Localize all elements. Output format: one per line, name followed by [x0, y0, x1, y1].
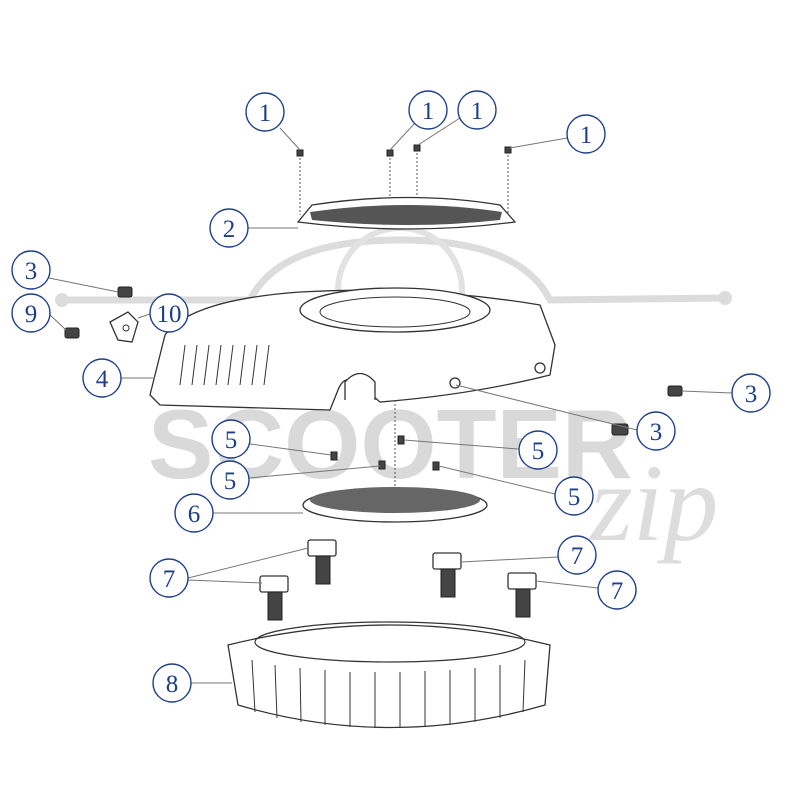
- svg-text:5: 5: [532, 438, 545, 465]
- bolt-3b: [667, 385, 683, 397]
- flywheel-body: [227, 624, 551, 729]
- screw-5a: [330, 451, 338, 461]
- screw-5d: [432, 461, 440, 471]
- flywheel-part-8: [227, 621, 551, 729]
- callout-7a: 7: [149, 558, 189, 598]
- svg-text:7: 7: [611, 578, 624, 605]
- grille-cover-part-2: [296, 196, 517, 230]
- callout-10: 10: [149, 293, 189, 333]
- svg-text:1: 1: [471, 98, 484, 125]
- hardware-parts-3-9-10: [64, 286, 683, 436]
- flywheel-fins: [251, 659, 526, 728]
- flange-bolt-7c: [432, 552, 462, 598]
- housing-tab-left: [449, 377, 461, 389]
- callouts: 1 1 1 1 2 3 9 10 4 3 3 5 5 5 5 6 7 7 7 8: [11, 90, 771, 703]
- svg-text:5: 5: [568, 484, 581, 511]
- bracket-10-hole: [122, 324, 130, 332]
- flange-bolt-7a: [307, 539, 337, 585]
- svg-text:5: 5: [224, 468, 237, 495]
- watermark-brand-script: zip: [588, 442, 718, 564]
- housing-intake-inner: [319, 296, 471, 328]
- svg-text:8: 8: [166, 671, 179, 698]
- bolt-3a: [117, 286, 133, 298]
- watermark-dot-left: [55, 293, 69, 307]
- flange-bolt-7b: [259, 575, 289, 621]
- svg-text:3: 3: [745, 381, 758, 408]
- screw-5c: [378, 460, 386, 470]
- svg-text:1: 1: [259, 100, 272, 127]
- screw-1a: [296, 149, 304, 157]
- screen-disk-part-6: [302, 487, 488, 523]
- svg-text:1: 1: [422, 98, 435, 125]
- callout-8: 8: [152, 663, 192, 703]
- svg-text:9: 9: [25, 301, 38, 328]
- screw-1b: [386, 149, 394, 157]
- svg-text:7: 7: [571, 543, 584, 570]
- callout-2: 2: [209, 208, 249, 248]
- svg-text:10: 10: [157, 301, 182, 328]
- housing-tab-right: [534, 362, 546, 374]
- housing-vents: [179, 344, 270, 386]
- leader-lines: [48, 117, 733, 684]
- svg-text:1: 1: [580, 122, 593, 149]
- callout-1a: 1: [245, 92, 285, 132]
- housing-notch: [344, 372, 376, 400]
- callout-5d: 5: [554, 476, 594, 516]
- flange-bolts-part-7: [259, 539, 537, 621]
- bracket-10: [109, 311, 139, 343]
- screw-1d: [504, 146, 512, 154]
- watermark-dot-right: [718, 291, 732, 305]
- flywheel-top-ring: [254, 621, 526, 663]
- svg-text:7: 7: [163, 566, 176, 593]
- svg-text:5: 5: [225, 427, 238, 454]
- screw-1c: [413, 144, 421, 152]
- screw-5b: [397, 435, 405, 445]
- screen-disk-mesh: [310, 487, 480, 513]
- callout-6: 6: [174, 493, 214, 533]
- bolt-9: [64, 327, 80, 339]
- callout-4: 4: [82, 358, 122, 398]
- svg-text:4: 4: [96, 366, 109, 393]
- callout-5c: 5: [210, 460, 250, 500]
- callout-1b: 1: [408, 90, 448, 130]
- svg-text:2: 2: [223, 216, 236, 243]
- callout-5b: 5: [518, 430, 558, 470]
- svg-text:3: 3: [25, 258, 38, 285]
- callout-3c: 3: [636, 411, 676, 451]
- callout-7b: 7: [557, 535, 597, 575]
- screws-part-5: [330, 400, 440, 500]
- callout-5a: 5: [211, 419, 251, 459]
- watermark-scooter-outline: [56, 236, 729, 304]
- grille-mesh: [310, 205, 502, 225]
- callout-7c: 7: [597, 570, 637, 610]
- callout-3a: 3: [11, 250, 51, 290]
- callout-1c: 1: [457, 90, 497, 130]
- fan-housing-part-4: [149, 287, 556, 411]
- callout-9: 9: [11, 293, 51, 333]
- svg-text:6: 6: [188, 501, 201, 528]
- housing-intake-ring: [299, 287, 491, 333]
- flange-bolt-7d: [507, 572, 537, 618]
- callout-1d: 1: [566, 114, 606, 154]
- svg-text:3: 3: [650, 419, 663, 446]
- callout-3b: 3: [731, 373, 771, 413]
